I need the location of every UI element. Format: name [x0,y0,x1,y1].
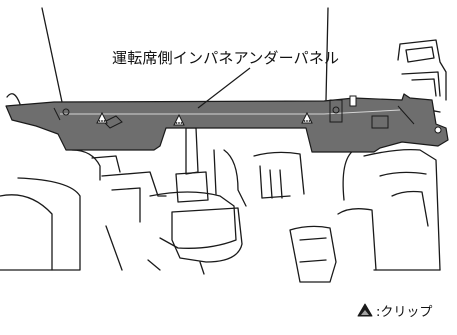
edge-curl [6,93,21,105]
legend-label: :クリップ [376,304,433,320]
under-panel [5,93,449,153]
column [185,127,199,175]
harness-line-left [41,7,63,103]
callout-leader-line [197,67,251,109]
clip-icon [357,303,373,317]
under-panel-label: 運転席側インパネアンダーパネル [112,49,340,67]
legend: :クリップ [356,301,433,320]
harness-line-right [325,7,329,101]
